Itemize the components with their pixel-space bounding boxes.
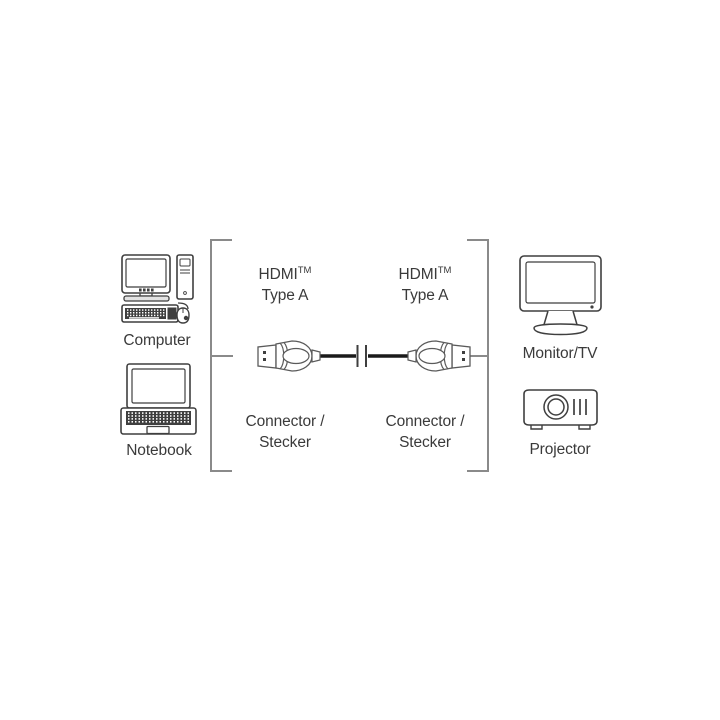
hdmi-name-left: HDMI bbox=[258, 266, 298, 284]
hdmi-name-right: HDMI bbox=[398, 266, 438, 284]
desktop-computer-icon bbox=[121, 254, 194, 324]
connector-label-left: Connector / Stecker bbox=[245, 413, 325, 451]
left-bracket bbox=[210, 239, 233, 472]
monitor-tv-label: Monitor/TV bbox=[522, 345, 598, 362]
hdmi-type-label-left: HDMITM Type A bbox=[222, 260, 348, 306]
right-bracket bbox=[466, 239, 489, 472]
hdmi-connector-left bbox=[257, 340, 321, 372]
monitor-tv-icon bbox=[519, 255, 602, 336]
projector-label: Projector bbox=[529, 441, 591, 458]
computer-label: Computer bbox=[123, 332, 191, 349]
hdmi-type-left: Type A bbox=[261, 287, 309, 305]
hdmi-type-label-right: HDMITM Type A bbox=[362, 260, 488, 306]
notebook-label: Notebook bbox=[126, 442, 192, 459]
trademark-symbol-left: TM bbox=[297, 265, 312, 276]
trademark-symbol-right: TM bbox=[437, 265, 452, 276]
cable-break-icon bbox=[356, 345, 367, 367]
connector-label-right: Connector / Stecker bbox=[385, 413, 465, 451]
hdmi-type-right: Type A bbox=[401, 287, 449, 305]
notebook-laptop-icon bbox=[120, 363, 197, 435]
hdmi-cable-icon bbox=[257, 340, 471, 372]
projector-icon bbox=[523, 389, 598, 430]
hdmi-connector-right bbox=[407, 340, 471, 372]
